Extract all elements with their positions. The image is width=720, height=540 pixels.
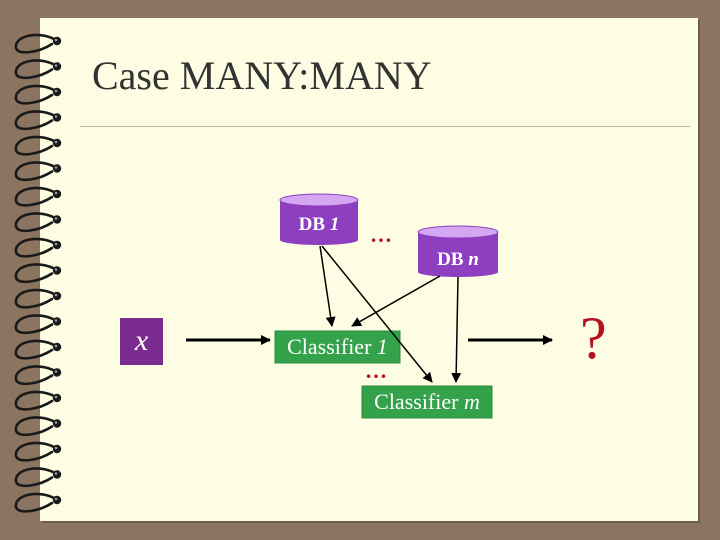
classifier-m-box	[361, 385, 493, 419]
binding-ring	[14, 441, 62, 462]
binding-ring	[14, 467, 62, 488]
title-divider	[80, 126, 690, 127]
binding-ring	[14, 59, 62, 80]
slide-title: Case MANY:MANY	[92, 53, 432, 98]
classifier-m-index: m	[463, 389, 480, 414]
db-n-label: DB n	[418, 249, 498, 271]
classifier-1-index: 1	[376, 334, 388, 359]
db-n-index: n	[468, 249, 479, 270]
arrow-db1-to-classifierm	[321, 245, 433, 383]
binding-ring	[14, 135, 62, 156]
classifier-ellipsis: …	[365, 358, 388, 383]
binding-ring	[14, 339, 62, 360]
input-x-label: x	[134, 324, 149, 357]
input-x-box	[120, 318, 163, 365]
binding-ring	[14, 288, 62, 309]
classifier-m-label: Classifier m	[362, 389, 492, 415]
binding-ring	[14, 263, 62, 284]
slide-page	[40, 18, 698, 521]
binding-ring	[14, 161, 62, 182]
binding-ring	[14, 390, 62, 411]
binding-ring	[14, 186, 62, 207]
binding-ring	[14, 416, 62, 437]
db-1-label: DB 1	[280, 214, 358, 236]
binding-ring	[14, 84, 62, 105]
binding-ring	[14, 212, 62, 233]
spiral-binding	[14, 33, 62, 513]
classifier-m-prefix: Classifier	[374, 389, 464, 414]
db-1-cylinder	[279, 193, 359, 245]
db-n-cylinder	[417, 225, 499, 277]
binding-ring	[14, 33, 62, 54]
binding-ring	[14, 314, 62, 335]
arrow-dbn-to-classifierm	[451, 276, 462, 383]
classifier-1-prefix: Classifier	[287, 334, 377, 359]
db-1-prefix: DB	[298, 214, 330, 235]
binding-ring	[14, 237, 62, 258]
db-ellipsis: …	[370, 222, 393, 247]
db-1-index: 1	[329, 214, 340, 235]
binding-ring	[14, 110, 62, 131]
binding-ring	[14, 365, 62, 386]
output-question-mark: ?	[580, 305, 607, 371]
db-n-prefix: DB	[437, 249, 469, 270]
arrow-db1-to-classifier1	[319, 245, 336, 327]
classifier-1-box	[274, 330, 401, 364]
arrow-dbn-to-classifier1	[351, 275, 441, 327]
classifier-1-label: Classifier 1	[275, 334, 400, 360]
binding-ring	[14, 492, 62, 513]
